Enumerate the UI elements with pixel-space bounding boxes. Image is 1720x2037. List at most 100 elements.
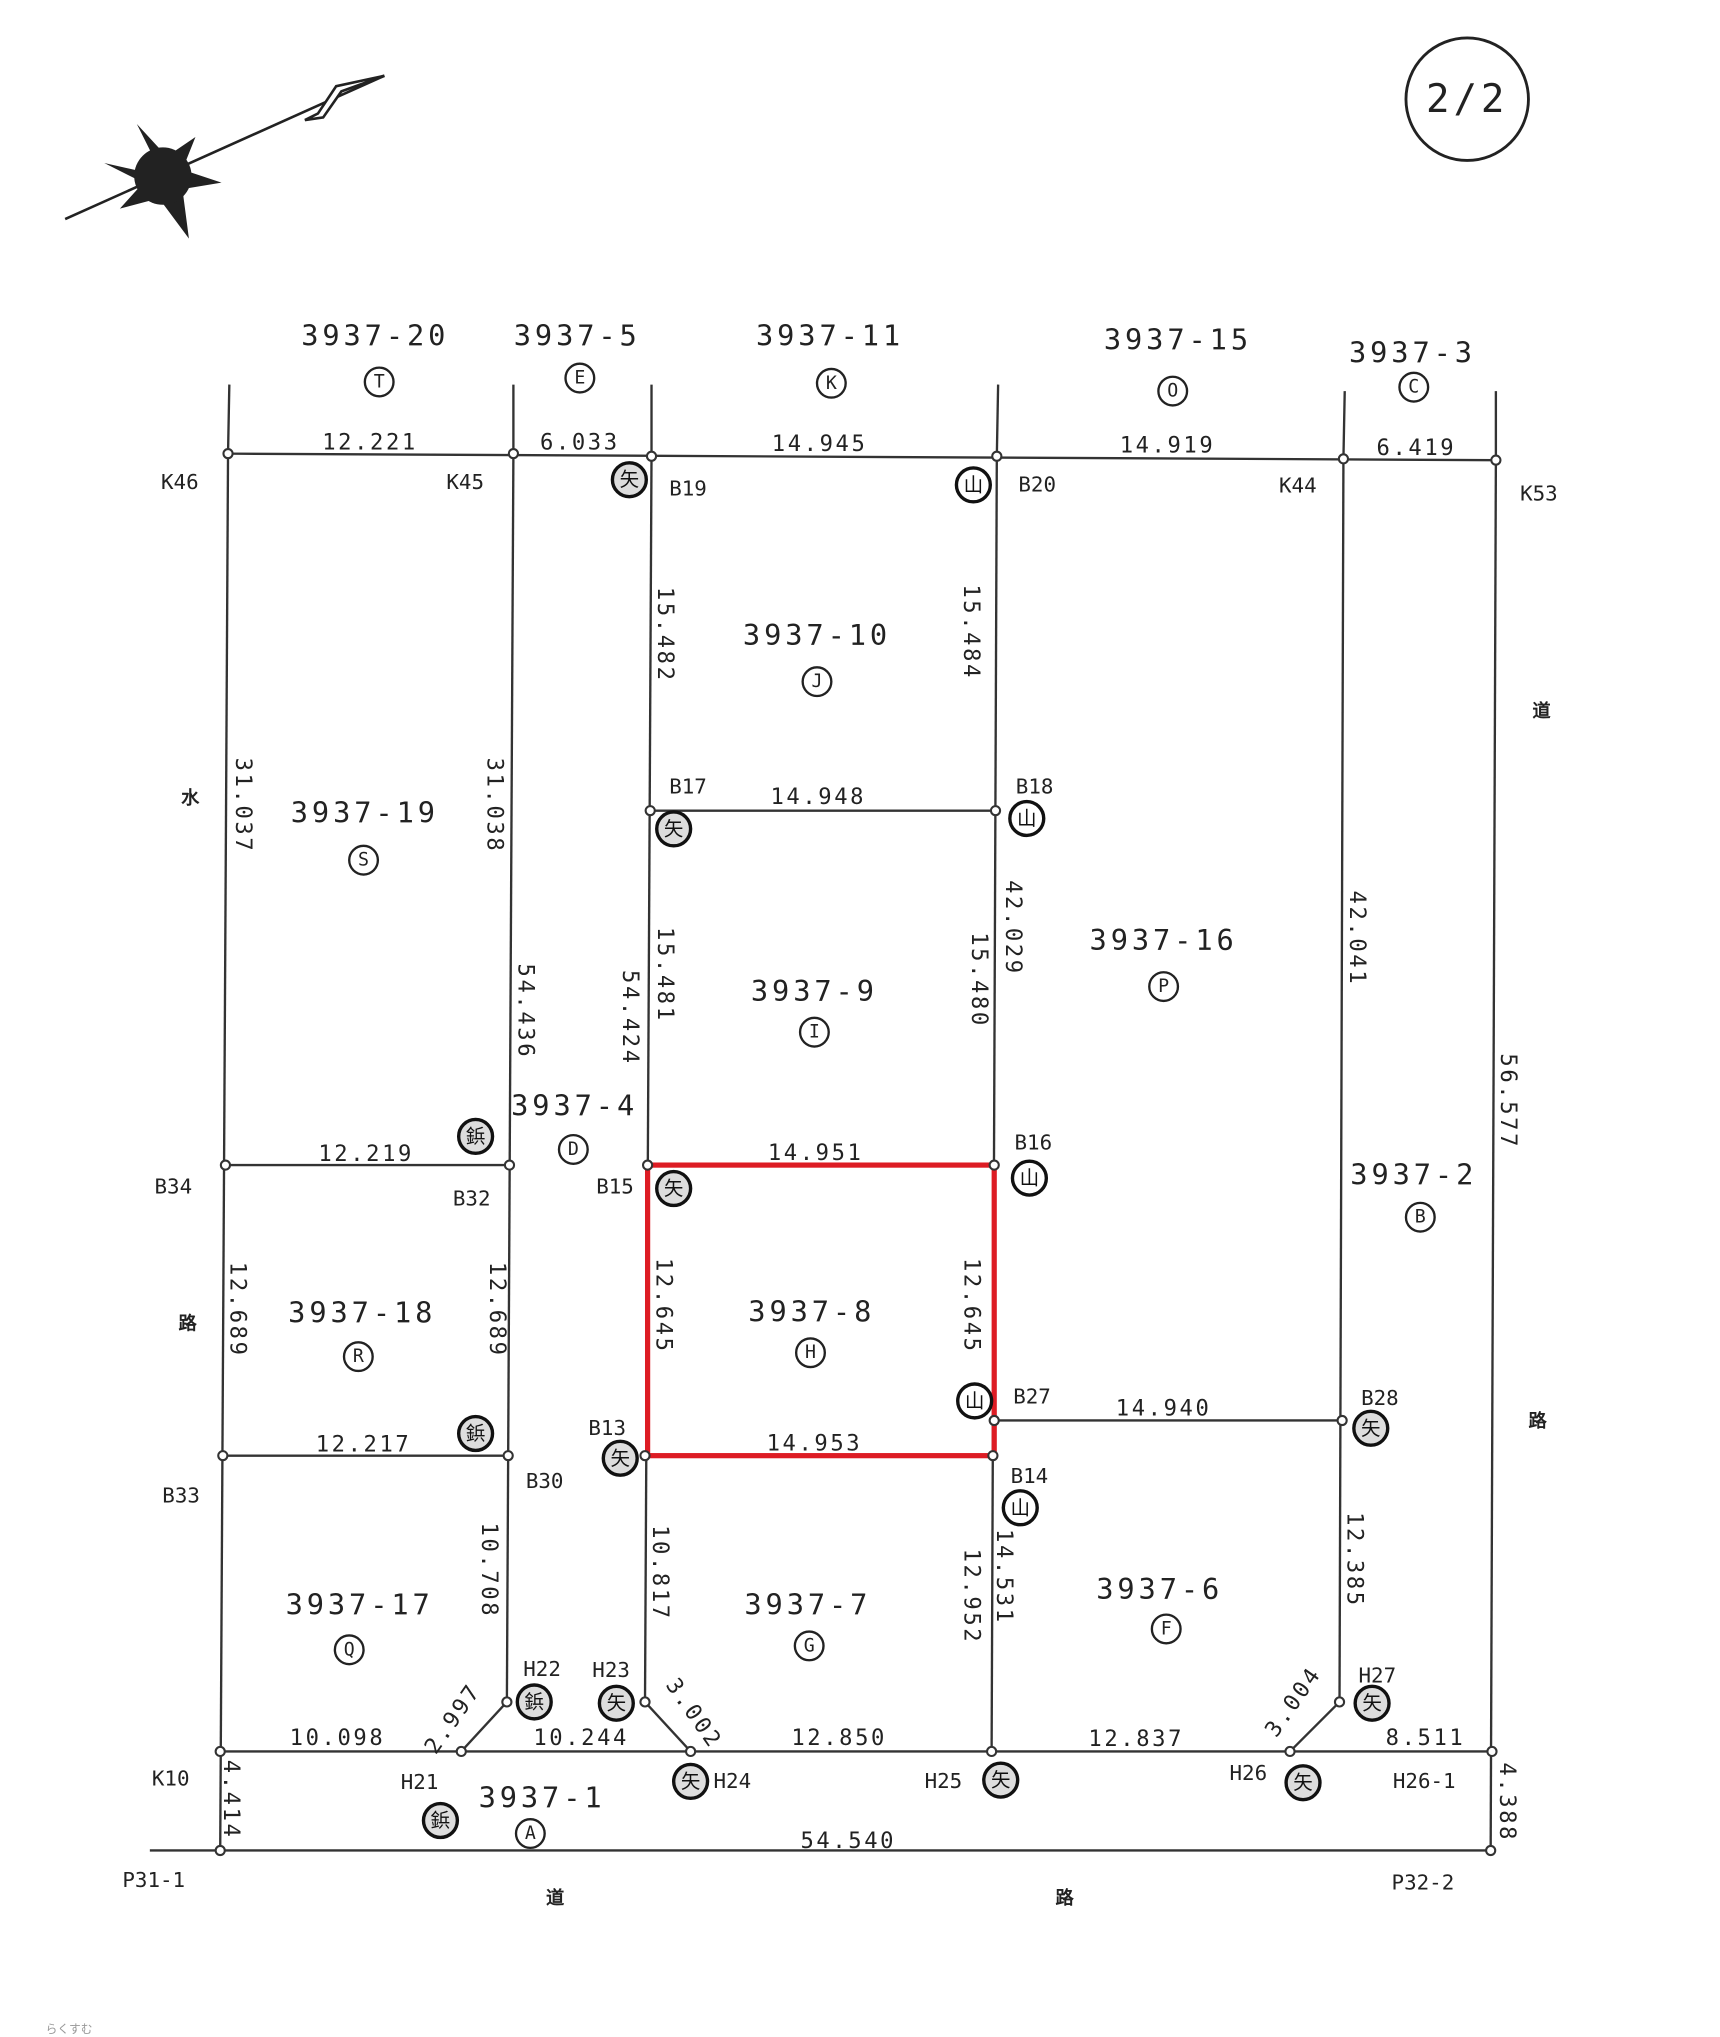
point-label-H25: H25 xyxy=(925,1769,963,1793)
svg-text:山: 山 xyxy=(1017,807,1037,830)
boundary-lines xyxy=(149,384,1498,1852)
distance-label: 54.436 xyxy=(513,964,539,1060)
survey-point xyxy=(642,1159,654,1171)
point-label-H21: H21 xyxy=(401,1770,439,1794)
distance-label: 54.424 xyxy=(617,970,643,1066)
distance-label: 12.850 xyxy=(791,1725,887,1751)
point-label-H22: H22 xyxy=(523,1657,561,1681)
arrow-marker-icon: 矢 xyxy=(671,1762,710,1801)
distance-label: 56.577 xyxy=(1495,1053,1521,1149)
distance-label: 4.414 xyxy=(218,1760,244,1840)
point-label-K53: K53 xyxy=(1520,482,1558,506)
parcel-number-3937-5: 3937-5 xyxy=(514,318,641,352)
distance-label: 3.004 xyxy=(1260,1662,1327,1742)
adjacent-land-label: 道 xyxy=(546,1887,565,1909)
highlighted-parcel-3937-8[interactable] xyxy=(645,1162,997,1459)
survey-point xyxy=(507,448,519,460)
distance-label: 8.511 xyxy=(1386,1725,1466,1751)
survey-point xyxy=(644,805,656,817)
svg-text:鋲: 鋲 xyxy=(524,1690,544,1713)
parcel-letter-circle xyxy=(1148,971,1180,1003)
parcel-letter-circle xyxy=(557,1133,589,1165)
parcel-letter-circle xyxy=(798,1016,830,1048)
distance-label: 15.481 xyxy=(652,927,678,1023)
parcel-number-3937-8: 3937-8 xyxy=(748,1294,875,1328)
survey-point xyxy=(639,1450,651,1462)
parcel-letter-circle xyxy=(564,362,596,394)
mountain-marker-icon: 山 xyxy=(1010,1159,1049,1197)
parcel-letter: H xyxy=(805,1342,816,1363)
distance-label: 15.480 xyxy=(966,932,992,1028)
point-label-B34: B34 xyxy=(154,1175,192,1199)
point-label-H23: H23 xyxy=(592,1658,630,1682)
point-label-B15: B15 xyxy=(596,1175,634,1199)
survey-point xyxy=(503,1159,516,1171)
boundary-line xyxy=(990,456,998,1752)
survey-point xyxy=(455,1745,467,1758)
svg-text:山: 山 xyxy=(964,473,984,496)
point-label-B20: B20 xyxy=(1018,472,1056,496)
distance-label: 31.037 xyxy=(230,758,256,854)
parcel-letter-circle xyxy=(1157,375,1189,407)
parcel-letter: K xyxy=(826,373,837,394)
survey-point xyxy=(217,1450,229,1462)
survey-point xyxy=(989,805,1002,817)
distance-label: 42.029 xyxy=(1000,880,1026,976)
svg-text:鋲: 鋲 xyxy=(431,1809,451,1832)
survey-point xyxy=(685,1745,697,1758)
point-label-B14: B14 xyxy=(1011,1464,1049,1488)
parcel-letter: I xyxy=(809,1022,820,1043)
svg-text:矢: 矢 xyxy=(610,1447,630,1470)
parcel-number-3937-10: 3937-10 xyxy=(743,618,891,652)
svg-text:矢: 矢 xyxy=(620,468,640,491)
parcel-letter: F xyxy=(1161,1618,1172,1639)
svg-text:矢: 矢 xyxy=(607,1692,627,1715)
arrow-marker-icon: 矢 xyxy=(601,1439,639,1477)
distance-label: 14.948 xyxy=(770,784,866,810)
distance-label: 12.219 xyxy=(318,1141,414,1167)
point-label-B33: B33 xyxy=(162,1484,200,1508)
north-arrow-icon xyxy=(64,74,385,239)
parcel-number-3937-7: 3937-7 xyxy=(744,1588,871,1622)
parcel-number-3937-16: 3937-16 xyxy=(1090,923,1238,957)
rivet-marker-icon: 鋲 xyxy=(456,1117,495,1156)
arrow-marker-icon: 矢 xyxy=(1284,1764,1322,1802)
parcel-letter-circle xyxy=(514,1818,546,1850)
distance-label: 14.940 xyxy=(1116,1395,1212,1421)
boundary-line xyxy=(228,452,1496,462)
point-label-P32-2: P32-2 xyxy=(1392,1871,1455,1895)
sheet-badge: 2/2 xyxy=(1404,36,1530,162)
arrow-marker-icon: 矢 xyxy=(655,1169,693,1208)
svg-text:矢: 矢 xyxy=(664,817,684,840)
distance-label: 15.484 xyxy=(958,584,984,680)
parcel-number-3937-6: 3937-6 xyxy=(1096,1572,1223,1606)
point-label-B13: B13 xyxy=(588,1416,626,1440)
survey-point xyxy=(214,1745,226,1758)
survey-point xyxy=(501,1696,513,1708)
boundary-line xyxy=(995,384,1000,457)
distance-label: 14.919 xyxy=(1120,432,1216,458)
parcel-letter-circle xyxy=(1150,1613,1182,1645)
point-label-B18: B18 xyxy=(1016,775,1054,799)
parcel-number-3937-11: 3937-11 xyxy=(756,318,904,352)
survey-point xyxy=(1336,1414,1348,1427)
parcel-letter: P xyxy=(1158,976,1169,997)
svg-text:矢: 矢 xyxy=(664,1177,684,1200)
distance-label: 12.645 xyxy=(958,1258,984,1354)
survey-point xyxy=(222,448,234,460)
adjacent-land-label: 路 xyxy=(1528,1410,1547,1432)
parcel-letter-circle xyxy=(363,366,395,398)
arrow-marker-icon: 矢 xyxy=(597,1684,635,1722)
survey-point xyxy=(639,1696,651,1708)
arrow-marker-icon: 矢 xyxy=(1352,1409,1390,1447)
survey-point xyxy=(986,1745,998,1758)
boundary-line xyxy=(644,1701,692,1753)
svg-text:鋲: 鋲 xyxy=(466,1125,486,1148)
survey-point xyxy=(1486,1745,1498,1758)
distance-label: 10.244 xyxy=(533,1725,629,1751)
boundary-line xyxy=(226,384,231,454)
point-label-H27: H27 xyxy=(1358,1663,1396,1687)
parcel-letter-circle xyxy=(333,1634,365,1666)
survey-point xyxy=(1284,1745,1296,1758)
